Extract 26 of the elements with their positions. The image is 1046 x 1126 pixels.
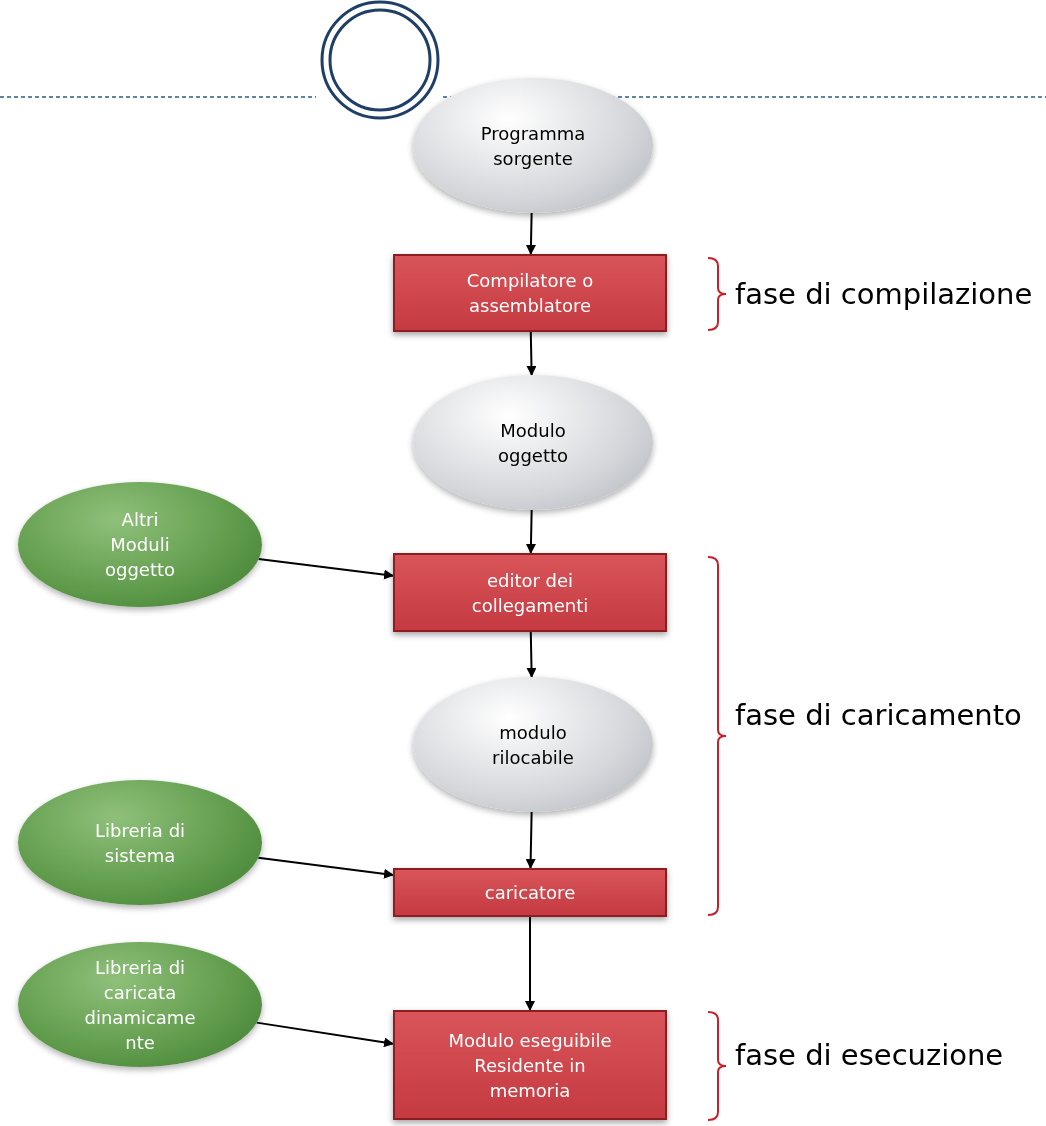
arrow <box>526 631 537 678</box>
arrow <box>526 212 536 255</box>
node-label: Libreria di caricata dinamicame nte <box>83 955 197 1055</box>
node-label: editor dei collegamenti <box>470 568 590 618</box>
arrow <box>525 509 536 554</box>
node-label: Compilatore o assemblatore <box>465 269 595 318</box>
node-label: caricatore <box>483 881 577 905</box>
process-box <box>393 553 667 632</box>
phase-label: fase di compilazione <box>735 276 1034 313</box>
arrow <box>526 331 537 376</box>
arrow <box>525 916 535 1011</box>
process-box <box>393 254 667 332</box>
arrow <box>257 558 394 580</box>
node-label: Programma sorgente <box>479 121 587 171</box>
process-box <box>393 1010 667 1120</box>
node-label: Modulo oggetto <box>496 418 570 468</box>
node-label: modulo rilocabile <box>491 720 575 770</box>
arrow <box>255 1021 394 1048</box>
arrow <box>257 856 394 879</box>
node-label: Libreria di sistema <box>93 818 187 868</box>
node-label: Modulo eseguibile Residente in memoria <box>447 1028 613 1103</box>
arrow <box>525 811 536 869</box>
process-box <box>393 868 667 917</box>
phase-label: fase di esecuzione <box>735 1037 1005 1074</box>
phase-label: fase di caricamento <box>735 697 1023 734</box>
node-label: Altri Moduli oggetto <box>103 508 177 582</box>
